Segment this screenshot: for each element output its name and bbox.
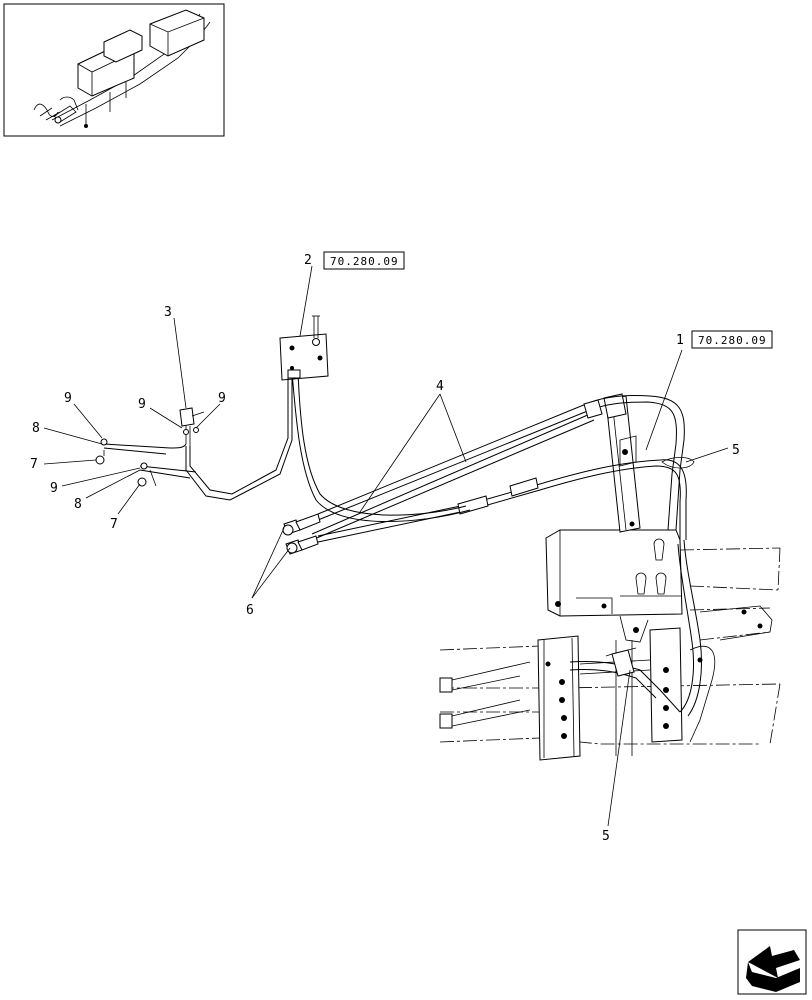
callouts: 1 2 3 4 5 5 6 7 7 8 8 9 9 9 9 [30, 253, 740, 844]
callout-7-lower: 7 [110, 517, 118, 532]
callout-9-left: 9 [64, 391, 72, 406]
control-valve [279, 315, 329, 381]
callout-9-right: 9 [218, 391, 226, 406]
callout-9-mid: 9 [138, 397, 146, 412]
callout-1: 1 [676, 333, 684, 348]
arrow-next-icon[interactable] [737, 929, 807, 995]
callout-4: 4 [436, 379, 444, 394]
callout-6: 6 [246, 603, 254, 618]
thumbnail-machine-sketch [33, 9, 211, 128]
thumbnail-locator [3, 3, 225, 137]
mounting-box [545, 529, 683, 643]
reference-box-2[interactable]: 70.280.09 [323, 251, 405, 270]
callout-7-upper: 7 [30, 457, 38, 472]
callout-5-upper: 5 [732, 443, 740, 458]
support-post [603, 393, 641, 533]
chassis-frame [439, 547, 781, 761]
reference-2-label: 70.280.09 [330, 255, 399, 268]
callout-5-lower: 5 [602, 829, 610, 844]
callout-8-upper: 8 [32, 421, 40, 436]
leader-lines [43, 265, 729, 827]
callout-2: 2 [304, 253, 312, 268]
reference-1-label: 70.280.09 [698, 334, 767, 347]
hydraulic-hoses [282, 371, 687, 555]
side-hose [569, 457, 702, 717]
callout-8-lower: 8 [74, 497, 82, 512]
callout-3: 3 [164, 305, 172, 320]
reference-box-1[interactable]: 70.280.09 [691, 330, 773, 349]
connector-assembly [95, 378, 293, 501]
callout-9-lower: 9 [50, 481, 58, 496]
